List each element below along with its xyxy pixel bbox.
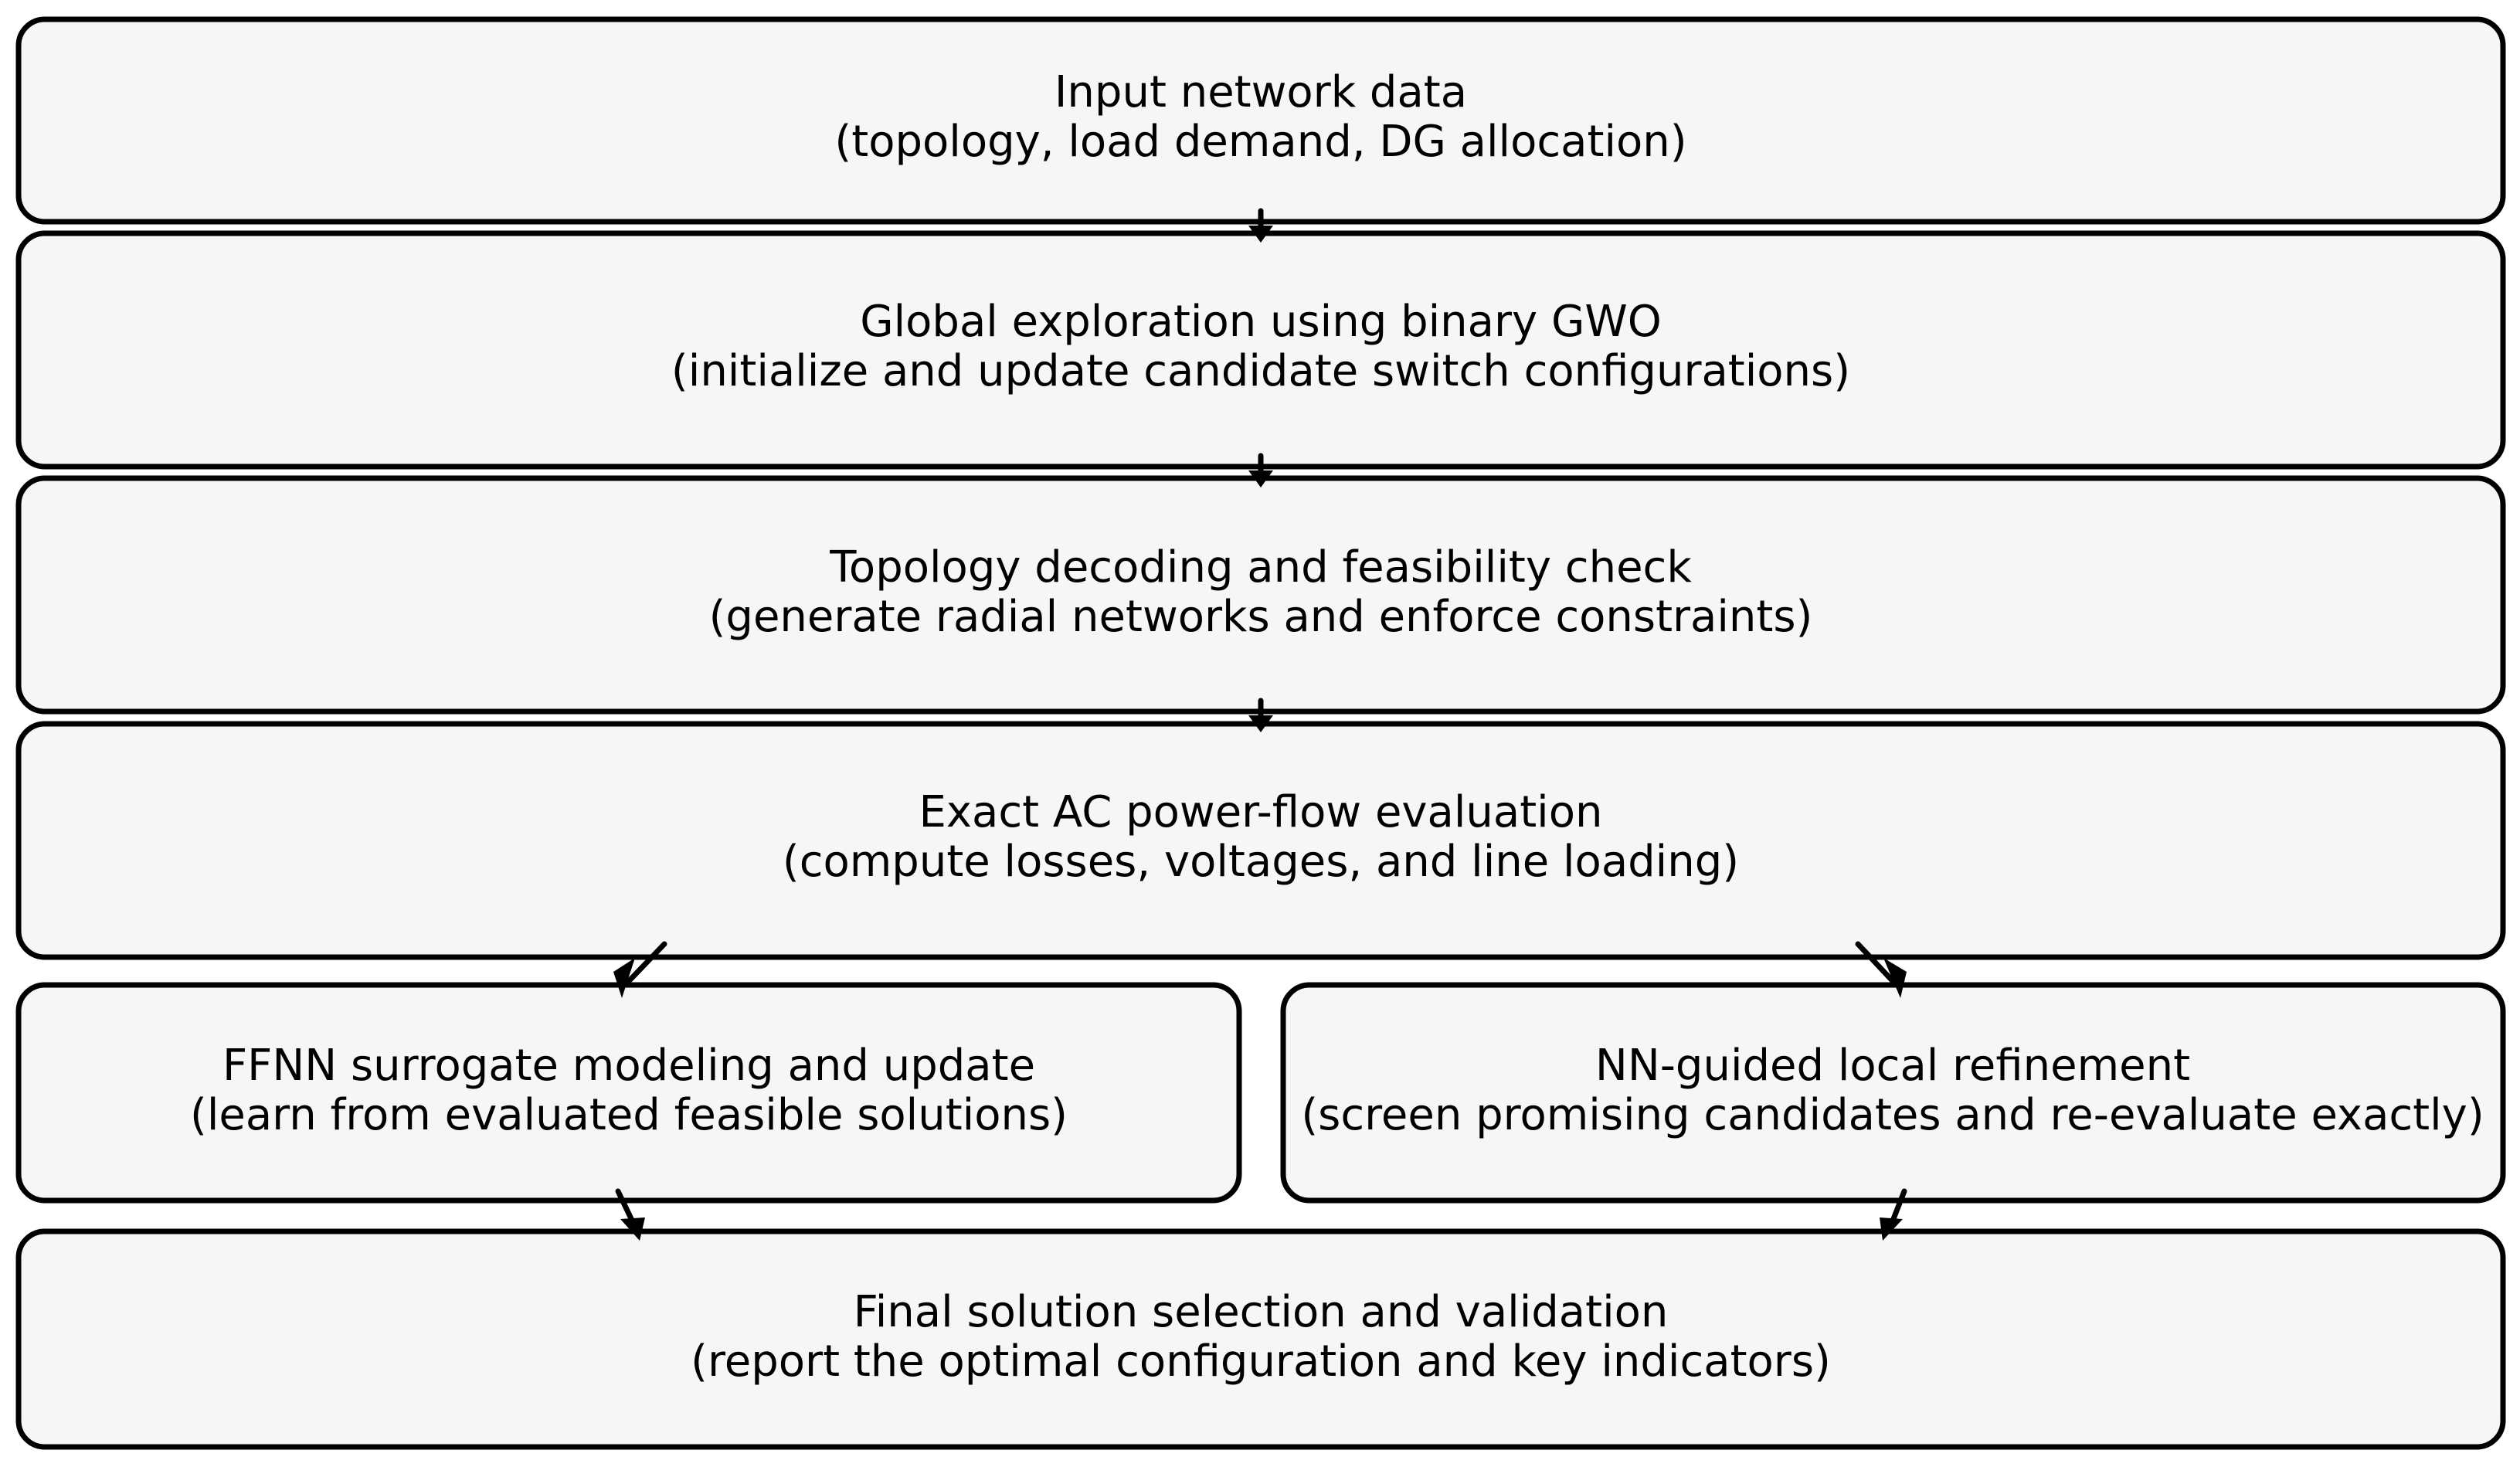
nn-local-refinement-subtitle: (screen promising candidates and re-eval… [1301, 1090, 2484, 1140]
input-network-data-subtitle: (topology, load demand, DG allocation) [834, 117, 1686, 167]
input-network-data-title: Input network data [1055, 67, 1467, 117]
final-solution-box: Final solution selection and validation … [15, 1228, 2506, 1450]
arrow-powerflow-to-ffnn [613, 941, 667, 998]
ffnn-surrogate-box: FFNN surrogate modeling and update (lear… [15, 982, 1242, 1204]
power-flow-evaluation-box: Exact AC power-flow evaluation (compute … [15, 721, 2506, 960]
power-flow-evaluation-title: Exact AC power-flow evaluation [919, 787, 1602, 837]
power-flow-evaluation-subtitle: (compute losses, voltages, and line load… [783, 837, 1739, 887]
topology-decoding-box: Topology decoding and feasibility check … [15, 475, 2506, 715]
topology-decoding-subtitle: (generate radial networks and enforce co… [709, 592, 1813, 642]
final-solution-title: Final solution selection and validation [854, 1287, 1669, 1337]
arrow-ffnn-to-final [615, 1188, 645, 1241]
global-exploration-box: Global exploration using binary GWO (ini… [15, 230, 2506, 470]
final-solution-subtitle: (report the optimal configuration and ke… [691, 1336, 1831, 1387]
global-exploration-subtitle: (initialize and update candidate switch … [671, 346, 1850, 396]
arrow-powerflow-to-refinement [1855, 941, 1907, 998]
ffnn-surrogate-subtitle: (learn from evaluated feasible solutions… [190, 1090, 1068, 1140]
arrow-decoding-to-powerflow [1248, 698, 1273, 732]
input-network-data-box: Input network data (topology, load deman… [15, 16, 2506, 225]
nn-local-refinement-title: NN-guided local refinement [1595, 1041, 2190, 1091]
ffnn-surrogate-title: FFNN surrogate modeling and update [222, 1041, 1035, 1091]
arrow-gwo-to-decoding [1248, 453, 1273, 487]
nn-local-refinement-box: NN-guided local refinement (screen promi… [1280, 982, 2506, 1204]
global-exploration-title: Global exploration using binary GWO [860, 297, 1662, 347]
arrow-input-to-gwo [1248, 208, 1273, 243]
arrow-refinement-to-final [1880, 1188, 1907, 1241]
topology-decoding-title: Topology decoding and feasibility check [829, 542, 1692, 593]
